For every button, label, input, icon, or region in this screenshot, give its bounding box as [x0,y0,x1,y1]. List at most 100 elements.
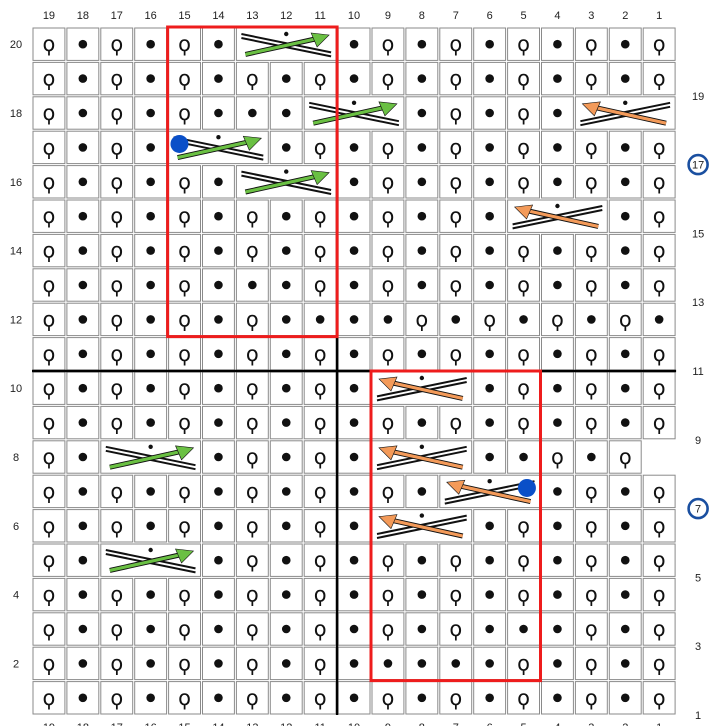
purl-dot-icon [214,315,223,324]
column-number-top: 14 [212,10,224,22]
purl-dot-icon [78,211,88,221]
stitch-cell [168,371,202,405]
stitch-cell [100,474,134,509]
twisted-knit-icon: ϙ [585,67,598,91]
stitch-cell [235,509,269,543]
purl-dot-icon [78,624,88,634]
column-number-top: 1 [656,10,662,22]
twisted-knit-icon: ϙ [382,204,395,228]
stitch-cell [371,337,405,371]
purl-dot-icon [553,246,562,255]
stitch-cell [608,440,642,474]
twisted-knit-icon: ϙ [178,411,191,435]
stitch-cell [439,233,473,268]
purl-dot-icon [78,246,88,255]
stitch-cell [32,199,66,233]
twisted-knit-icon: ϙ [178,273,191,297]
stitch-cell [574,543,608,577]
twisted-knit-icon: ϙ [449,411,462,435]
purl-dot-icon [146,143,155,152]
stitch-cell [642,577,676,612]
purl-dot-icon [349,487,359,496]
purl-dot-icon [553,487,562,496]
column-number-bottom: 12 [280,722,292,726]
twisted-knit-icon: ϙ [653,204,666,228]
stitch-cell [574,681,608,715]
twisted-knit-icon: ϙ [449,273,462,297]
stitch-cell [168,61,202,96]
stitch-cell [371,27,405,61]
stitch-cell [642,165,676,199]
twisted-knit-icon: ϙ [43,651,56,675]
purl-dot-icon [349,659,359,668]
stitch-cell [405,302,439,337]
twisted-knit-icon: ϙ [382,67,395,91]
purl-dot-icon [146,487,155,496]
stitch-cell [507,165,541,199]
purl-dot-icon [417,143,427,152]
twisted-knit-icon: ϙ [178,170,191,194]
stitch-cell [439,130,473,165]
purl-dot-icon [349,39,359,49]
blue-dot-marker [170,134,189,153]
twisted-knit-icon: ϙ [585,273,598,297]
stitch-cell [574,509,608,543]
twisted-knit-icon: ϙ [43,583,56,607]
purl-dot-icon [78,555,88,565]
twisted-knit-icon: ϙ [314,239,327,263]
twisted-knit-icon: ϙ [43,445,56,469]
purl-dot-icon [214,349,223,359]
stitch-cell [642,509,676,543]
row-number-right: 11 [692,366,703,378]
twisted-knit-icon: ϙ [382,239,395,263]
row-marker-ring-icon [687,153,709,176]
stitch-cell [235,681,269,715]
stitch-cell [32,302,66,337]
twisted-knit-icon: ϙ [585,479,598,503]
purl-dot-icon [214,487,223,496]
twisted-knit-icon: ϙ [314,617,327,641]
purl-dot-icon [485,246,494,255]
cable-left-icon [376,375,467,402]
column-number-top: 4 [554,10,560,22]
purl-dot-icon [553,521,562,531]
twisted-knit-icon: ϙ [246,204,259,228]
stitch-cell [235,543,269,577]
stitch-cell [507,405,541,440]
twisted-knit-icon: ϙ [178,686,191,710]
purl-dot-icon [78,693,88,703]
stitch-cell [32,543,66,577]
purl-dot-icon [417,246,427,255]
twisted-knit-icon: ϙ [314,479,327,503]
purl-dot-icon [349,246,359,255]
twisted-knit-icon: ϙ [517,101,530,125]
twisted-knit-icon: ϙ [517,411,530,435]
twisted-knit-icon: ϙ [551,445,564,469]
stitch-cell [168,268,202,302]
stitch-cell [100,577,134,612]
row-number-right: 9 [695,435,701,447]
purl-dot-icon [620,74,630,83]
twisted-knit-icon: ϙ [619,445,632,469]
stitch-cell [168,96,202,130]
purl-dot-icon [485,211,494,221]
stitch-cell [303,440,337,474]
purl-dot-icon [620,211,630,221]
twisted-knit-icon: ϙ [178,307,191,331]
stitch-cell [608,302,642,337]
twisted-knit-icon: ϙ [246,583,259,607]
twisted-knit-icon: ϙ [382,583,395,607]
twisted-knit-icon: ϙ [43,411,56,435]
purl-dot-icon [349,693,359,703]
purl-dot-icon [78,39,88,49]
stitch-cell [439,577,473,612]
stitch-cell [608,681,642,715]
stitch-cell [642,474,676,509]
row-number-left: 4 [13,590,19,602]
twisted-knit-icon: ϙ [314,376,327,400]
twisted-knit-icon: ϙ [449,67,462,91]
purl-dot-icon [349,177,359,187]
purl-dot-icon [281,315,291,324]
purl-dot-icon [78,108,88,118]
twisted-knit-icon: ϙ [653,411,666,435]
